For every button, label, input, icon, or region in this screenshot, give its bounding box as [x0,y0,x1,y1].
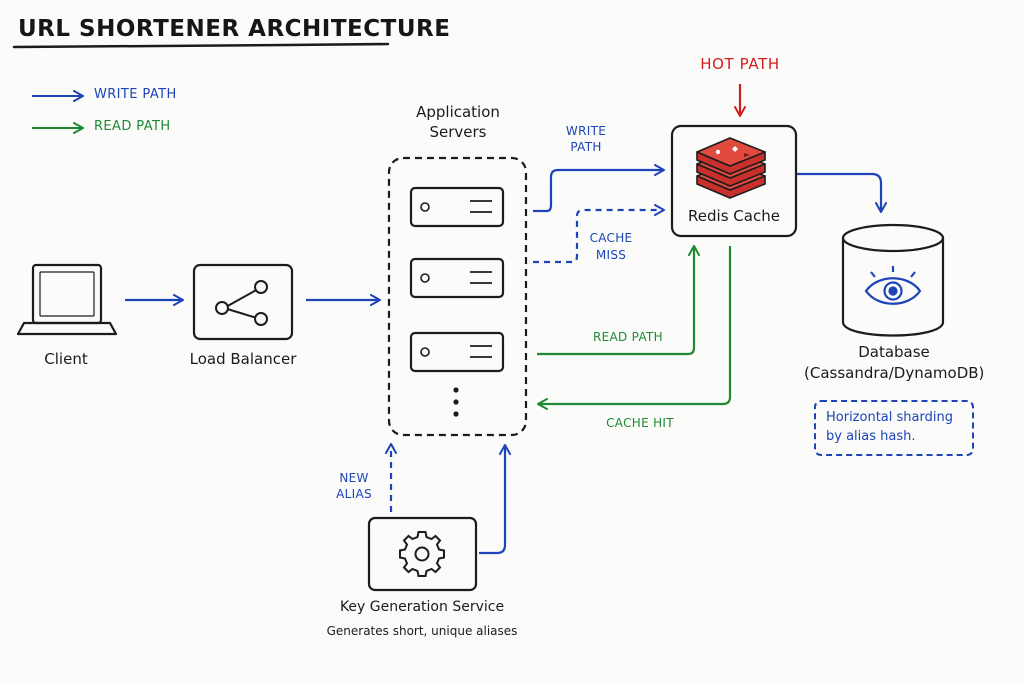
legend-read-label: READ PATH [94,119,171,134]
kgs-description: Generates short, unique aliases [326,624,518,638]
redis-to-db-arrow [797,172,887,213]
cache-miss-arrow [533,204,665,264]
sharding-note-line2: by alias hash. [826,429,916,444]
read-path-edge-label: READ PATH [593,330,663,344]
server-icon [409,257,505,299]
sharding-note-line1: Horizontal sharding [826,410,953,425]
redis-icon [696,137,766,199]
new-alias-label-1: NEW [339,471,369,485]
write-path-edge-label-2: PATH [570,140,602,154]
legend-write-label: WRITE PATH [94,87,177,102]
gear-icon [399,531,445,577]
hot-path-label: HOT PATH [700,55,780,73]
sharding-note: Horizontal sharding by alias hash. [814,400,974,456]
cache-hit-arrow [537,246,732,410]
share-icon [215,280,268,326]
page-title: URL SHORTENER ARCHITECTURE [18,16,451,42]
cache-hit-label: CACHE HIT [606,416,674,430]
server-icon [409,331,505,373]
redis-label: Redis Cache [688,207,780,225]
client-label: Client [44,350,88,368]
cache-miss-label-1: CACHE [589,231,633,245]
new-alias-label-2: ALIAS [336,487,372,501]
app-servers-label-line1: Application [416,103,500,121]
load-balancer-label: Load Balancer [189,350,297,368]
kgs-box [367,516,478,592]
write-path-edge-label-1: WRITE [565,124,607,138]
kgs-label: Key Generation Service [339,599,505,615]
more-servers-ellipsis [453,387,459,417]
laptop-icon [16,263,118,336]
database-cylinder [841,223,945,337]
database-label-line2: (Cassandra/DynamoDB) [804,364,985,382]
cache-miss-label-2: MISS [595,248,627,262]
kgs-to-app-arrow [479,444,511,555]
eye-icon [864,266,922,305]
load-balancer-box [192,263,294,341]
read-path-arrow [537,245,700,356]
title-underline [12,42,390,49]
app-servers-group [387,156,528,437]
database-label-line1: Database [858,343,930,361]
write-path-arrow [533,164,665,213]
server-icon [409,186,505,228]
app-servers-label-line2: Servers [429,123,487,141]
redis-cache-box [670,124,798,238]
